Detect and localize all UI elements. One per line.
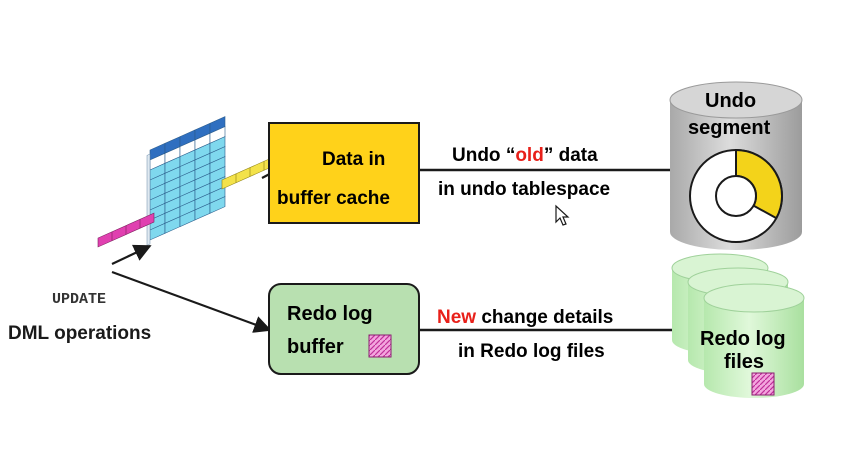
redo-log-buffer-box: Redo log buffer — [268, 283, 420, 375]
dml-operations-label: DML operations — [8, 323, 151, 344]
buffer-cache-box: Data in buffer cache — [268, 122, 420, 224]
undo-segment-cylinder: Undo segment — [669, 81, 803, 250]
undo-old-data-text: Undo “old” data — [452, 145, 598, 166]
buffer-cache-line2: buffer cache — [277, 188, 390, 209]
redo-log-buffer-line1: Redo log — [287, 303, 373, 325]
undo-segment-line1: Undo — [705, 90, 756, 112]
redo-log-files-line2: files — [724, 351, 764, 373]
mouse-pointer-icon — [555, 204, 570, 226]
undo-text-old: old — [515, 145, 544, 166]
undo-segment-line2: segment — [688, 117, 771, 139]
undo-text-after: ” data — [544, 145, 598, 166]
modified-row-magenta — [97, 212, 155, 248]
redo-text-new: New — [437, 307, 476, 328]
buffer-cache-line1: Data in — [322, 149, 385, 170]
table-page-edge — [146, 153, 151, 246]
new-change-details-text: New change details — [437, 307, 613, 328]
table-cell — [209, 196, 226, 214]
redo-text-rest: change details — [476, 307, 613, 328]
redo-file-entry-pattern — [751, 372, 775, 396]
table-grid-icon — [97, 116, 307, 248]
redo-log-files-text: in Redo log files — [458, 341, 605, 362]
undo-tablespace-text: in undo tablespace — [438, 179, 610, 200]
redo-log-files-line1: Redo log — [700, 328, 786, 350]
undo-text-before: Undo “ — [452, 145, 515, 166]
redo-log-buffer-line2: buffer — [287, 336, 344, 358]
redo-log-files-cylinders: Redo log files — [671, 253, 805, 398]
update-keyword: UPDATE — [52, 291, 106, 308]
redo-entry-pattern — [368, 334, 392, 358]
